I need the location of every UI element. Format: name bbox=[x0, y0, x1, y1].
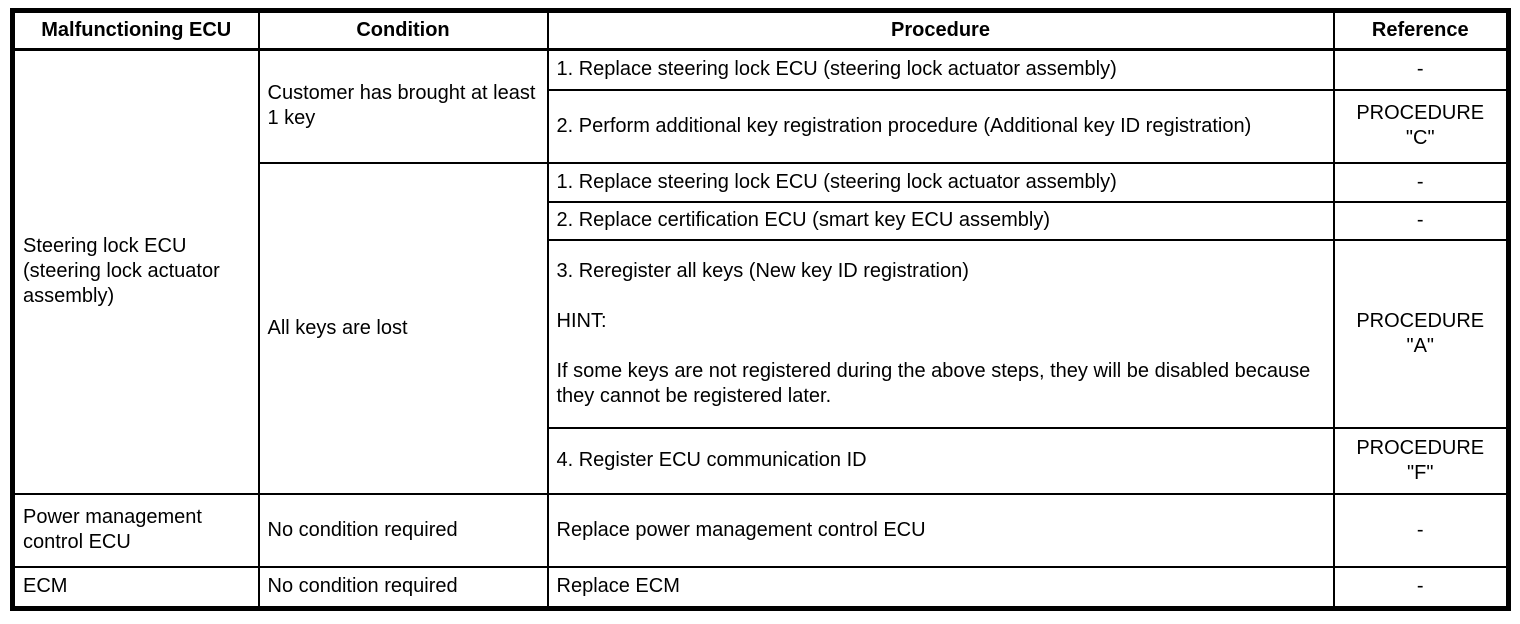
reference-cell: PROCEDURE "F" bbox=[1332, 426, 1510, 495]
condition-cell-customer-key: Customer has brought at least 1 key bbox=[257, 48, 549, 164]
ecu-name-cell-power-management: Power management control ECU bbox=[11, 492, 260, 568]
reference-cell: - bbox=[1332, 161, 1510, 203]
table-row: Power management control ECU No conditio… bbox=[11, 492, 1510, 568]
hint-text: If some keys are not registered during t… bbox=[556, 359, 1311, 407]
table-header-row: Malfunctioning ECU Condition Procedure R… bbox=[11, 9, 1510, 51]
table-row: ECM No condition required Replace ECM - bbox=[11, 565, 1510, 610]
hint-label: HINT: bbox=[556, 309, 607, 332]
reference-cell: - bbox=[1332, 48, 1510, 91]
table-row: 4. Register ECU communication ID PROCEDU… bbox=[13, 426, 1510, 495]
procedure-cell: 2. Replace certification ECU (smart key … bbox=[546, 200, 1335, 241]
table-row: 3. Reregister all keys (New key ID regis… bbox=[13, 238, 1510, 429]
ecu-name-cell-ecm: ECM bbox=[11, 565, 260, 610]
ecu-name-cell-steering-lock: Steering lock ECU (steering lock actuato… bbox=[11, 48, 260, 495]
table-row: Steering lock ECU (steering lock actuato… bbox=[11, 48, 1510, 495]
condition-cell-all-keys-lost: All keys are lost bbox=[257, 161, 549, 495]
table-row: All keys are lost 1. Replace steering lo… bbox=[13, 161, 1510, 495]
procedure-cell: 4. Register ECU communication ID bbox=[546, 426, 1335, 495]
reference-cell: - bbox=[1332, 200, 1510, 241]
procedure-cell: Replace ECM bbox=[546, 565, 1335, 610]
condition-cell: No condition required bbox=[257, 492, 549, 568]
document-page: Malfunctioning ECU Condition Procedure R… bbox=[10, 8, 1511, 611]
column-header-malfunctioning-ecu: Malfunctioning ECU bbox=[11, 9, 260, 51]
reference-cell: PROCEDURE "A" bbox=[1332, 238, 1510, 429]
procedure-cell: 1. Replace steering lock ECU (steering l… bbox=[546, 48, 1335, 91]
reference-cell: - bbox=[1332, 565, 1510, 610]
column-header-procedure: Procedure bbox=[546, 9, 1335, 51]
column-header-condition: Condition bbox=[257, 9, 549, 51]
reference-cell: PROCEDURE "C" bbox=[1332, 88, 1510, 164]
condition-cell: No condition required bbox=[257, 565, 549, 610]
procedure-cell: 1. Replace steering lock ECU (steering l… bbox=[546, 161, 1335, 203]
column-header-reference: Reference bbox=[1332, 9, 1510, 51]
procedure-cell-with-hint: 3. Reregister all keys (New key ID regis… bbox=[546, 238, 1335, 429]
procedure-cell: Replace power management control ECU bbox=[546, 492, 1335, 568]
reference-cell: - bbox=[1332, 492, 1510, 568]
table-row: 2. Perform additional key registration p… bbox=[13, 88, 1510, 164]
malfunctioning-ecu-table: Malfunctioning ECU Condition Procedure R… bbox=[10, 8, 1511, 611]
procedure-cell: 2. Perform additional key registration p… bbox=[546, 88, 1335, 164]
procedure-step-text: 3. Reregister all keys (New key ID regis… bbox=[556, 259, 969, 282]
table-row: 2. Replace certification ECU (smart key … bbox=[13, 200, 1510, 241]
